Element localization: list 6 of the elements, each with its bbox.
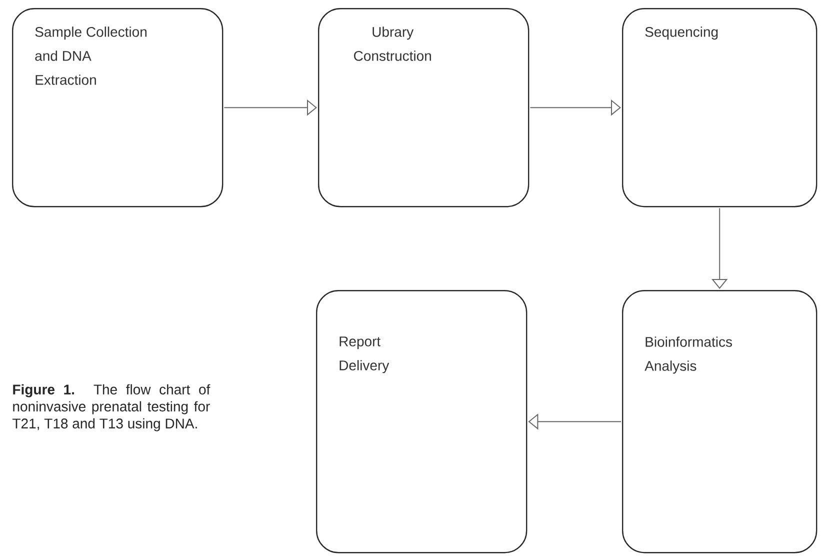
process-box: Report Delivery [316,290,528,554]
process-box: Ubrary Construction [318,8,530,208]
process-box: Sample Collection and DNA Extraction [12,8,224,208]
process-box: Sequencing [622,8,818,208]
process-box: Bioinformatics Analysis [622,290,818,554]
figure-caption: Figure 1. The flow chart of noninvasive prenatal testing for T21, T18 and T13 using DNA. [12,384,210,432]
